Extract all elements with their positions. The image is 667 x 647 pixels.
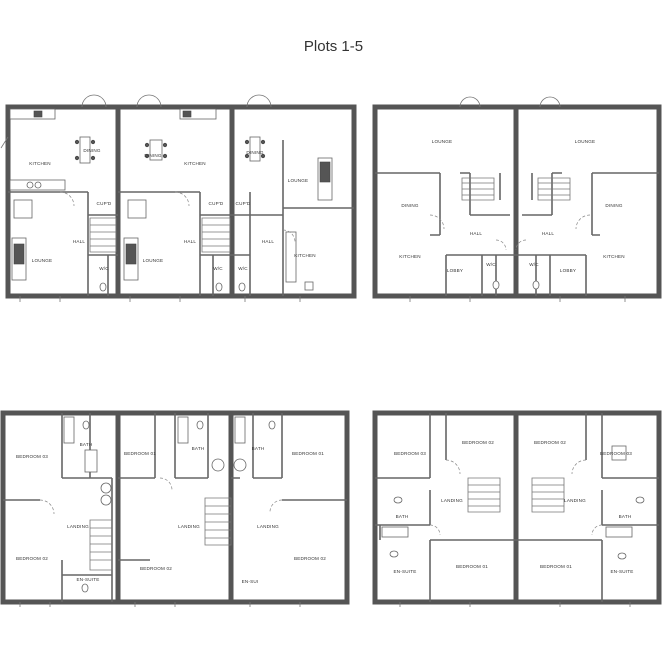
- toilet-icon: [99, 281, 314, 292]
- room-label-landing: LANDING: [178, 524, 200, 529]
- room-label-kitchen: KITCHEN: [184, 161, 206, 166]
- room-label-wc: W/C: [486, 262, 496, 267]
- patio-door-icon: [459, 96, 481, 108]
- room-label-cupd: CUP'D: [97, 201, 112, 206]
- room-label-cupd: CUP'D: [236, 201, 251, 206]
- kitchen-counter: [285, 231, 297, 283]
- plan-first-floor-terrace: BEDROOM 03 BEDROOM 02 BATH LANDING EN-SU…: [0, 410, 350, 605]
- room-label-hall: HALL: [542, 231, 555, 236]
- room-label-kitchen: KITCHEN: [29, 161, 51, 166]
- patio-door-icon: [539, 96, 561, 108]
- room-label-bedroom2: BEDROOM 02: [534, 440, 566, 445]
- toilet-icon: [81, 420, 276, 593]
- room-label-hall: HALL: [262, 239, 275, 244]
- room-label-bedroom1: BEDROOM 01: [124, 451, 156, 456]
- shower-icon: [611, 445, 627, 461]
- room-label-bath: BATH: [80, 442, 93, 447]
- room-label-bath: BATH: [252, 446, 265, 451]
- room-label-dining: DINING: [605, 203, 623, 208]
- room-label-cupd: CUP'D: [209, 201, 224, 206]
- staircase-icon: [461, 177, 571, 201]
- room-label-ensuite: EN-SUITE: [610, 569, 633, 574]
- plan-first-floor-semi: BEDROOM 03 BEDROOM 02 BEDROOM 02 BEDROOM…: [372, 410, 662, 605]
- room-label-lounge: LOUNGE: [575, 139, 596, 144]
- outer-wall: [5, 104, 357, 299]
- room-label-lounge: LOUNGE: [143, 258, 164, 263]
- cylinder-icon: [211, 458, 225, 472]
- bath-icon: [63, 416, 246, 444]
- toilet-icon: [389, 496, 645, 560]
- room-label-landing: LANDING: [564, 498, 586, 503]
- room-label-bedroom2: BEDROOM 02: [140, 566, 172, 571]
- room-label-bedroom3: BEDROOM 03: [600, 451, 632, 456]
- staircase-icon: [89, 217, 231, 253]
- room-label-landing: LANDING: [257, 524, 279, 529]
- sofa-icon: [11, 157, 333, 281]
- cylinder-icon: [100, 482, 112, 494]
- room-label-dining: DINING: [401, 203, 419, 208]
- room-label-bath: BATH: [619, 514, 632, 519]
- room-label-dining: DINING: [246, 150, 264, 155]
- room-label-bedroom2: BEDROOM 02: [462, 440, 494, 445]
- room-label-hall: HALL: [184, 239, 197, 244]
- sink-icon: [33, 110, 43, 118]
- plan-ground-floor-semi: LOUNGE LOUNGE DINING DINING KITCHEN KITC…: [372, 96, 662, 299]
- room-label-bath: BATH: [192, 446, 205, 451]
- room-label-wc: W/C: [238, 266, 248, 271]
- room-label-bedroom2: BEDROOM 02: [16, 556, 48, 561]
- room-label-kitchen: KITCHEN: [294, 253, 316, 258]
- room-label-wc: W/C: [529, 262, 539, 267]
- side-door-icon: [0, 136, 9, 149]
- cylinder-icon: [233, 458, 247, 472]
- room-label-lounge: LOUNGE: [288, 178, 309, 183]
- patio-door-icon: [81, 94, 272, 108]
- sink-icon: [182, 110, 192, 118]
- room-label-lobby: LOBBY: [447, 268, 463, 273]
- bath-icon: [381, 526, 633, 538]
- room-label-dining: DINING: [144, 153, 162, 158]
- room-label-bedroom3: BEDROOM 03: [394, 451, 426, 456]
- toilet-icon: [492, 280, 540, 290]
- room-label-bath: BATH: [396, 514, 409, 519]
- room-label-bedroom1: BEDROOM 01: [456, 564, 488, 569]
- room-label-bedroom2: BEDROOM 02: [294, 556, 326, 561]
- room-label-hall: HALL: [470, 231, 483, 236]
- room-label-landing: LANDING: [441, 498, 463, 503]
- dining-table-icon: [74, 136, 266, 164]
- room-label-wc: W/C: [99, 266, 109, 271]
- page-title: Plots 1-5: [303, 38, 364, 55]
- room-label-bedroom1: BEDROOM 01: [540, 564, 572, 569]
- staircase-icon: [89, 497, 232, 571]
- hob-icon: [34, 181, 42, 189]
- room-label-dining: DINING: [83, 148, 101, 153]
- hob-icon: [26, 181, 34, 189]
- room-label-bedroom1: BEDROOM 01: [292, 451, 324, 456]
- kitchen-counter: [179, 108, 217, 120]
- room-label-lounge: LOUNGE: [32, 258, 53, 263]
- plan-ground-floor-terrace: KITCHEN DINING LOUNGE CUP'D HALL W/C KIT…: [0, 94, 357, 299]
- room-label-hall: HALL: [73, 239, 86, 244]
- room-label-landing: LANDING: [67, 524, 89, 529]
- window-marks: [19, 296, 631, 607]
- room-label-kitchen: KITCHEN: [399, 254, 421, 259]
- room-label-wc: W/C: [213, 266, 223, 271]
- room-label-ensuite-short: EN-SUI: [242, 579, 259, 584]
- room-label-lounge: LOUNGE: [432, 139, 453, 144]
- room-label-kitchen: KITCHEN: [603, 254, 625, 259]
- room-label-ensuite: EN-SUITE: [393, 569, 416, 574]
- cylinder-icon: [100, 494, 112, 506]
- shower-icon: [84, 449, 98, 473]
- room-label-lobby: LOBBY: [560, 268, 576, 273]
- kitchen-counter: [9, 108, 56, 120]
- staircase-icon: [467, 477, 565, 513]
- room-label-bedroom3: BEDROOM 03: [16, 454, 48, 459]
- room-label-ensuite: EN-SUITE: [76, 577, 99, 582]
